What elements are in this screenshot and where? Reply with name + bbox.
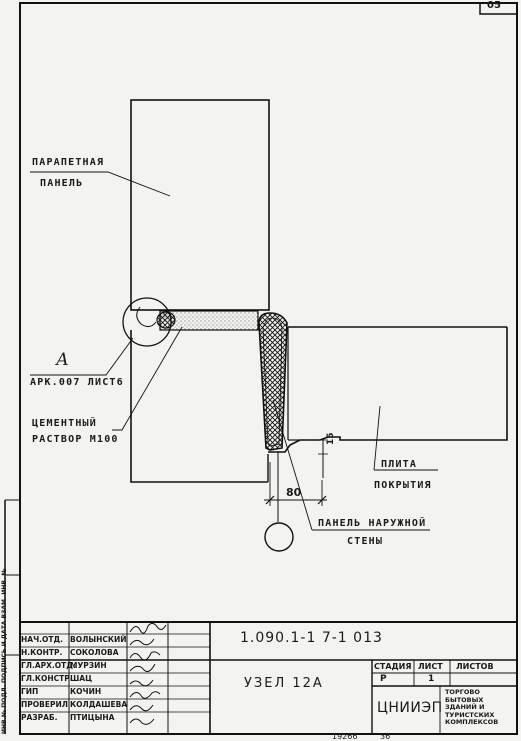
detail-circle-a <box>122 297 172 347</box>
node-letter-a: А <box>56 350 69 370</box>
document-designation: 1.090.1-1 7-1 013 <box>240 630 383 646</box>
drawing-title: УЗЕЛ 12А <box>244 676 324 691</box>
sheet-header: ЛИСТ <box>418 662 443 671</box>
sheet-frame <box>19 2 518 735</box>
parapet-lower <box>130 330 268 483</box>
leader-node-a <box>30 337 134 376</box>
stage-value: Р <box>380 674 387 684</box>
roof-slab <box>268 326 508 453</box>
inventory-number: 19266 <box>332 732 358 741</box>
label-outer-panel-2: СТЕНЫ <box>347 536 384 547</box>
label-outer-panel-1: ПАНЕЛЬ НАРУЖНОЙ <box>318 518 427 529</box>
organization: ЦНИИЭП <box>377 700 443 716</box>
organization-description: ТОРГОВО БЫТОВЫХ ЗДАНИЙ И ТУРИСТСКИХ КОМП… <box>445 688 499 726</box>
leader-outer-panel <box>272 399 430 531</box>
sealant <box>156 311 176 329</box>
label-cement-2: РАСТВОР М100 <box>32 434 119 445</box>
sheet-value: 1 <box>428 674 435 684</box>
dimension-15: 15 <box>326 432 336 445</box>
left-margin-stamp: ИНВ.№ ПОДЛ. ПОДПИСЬ И ДАТА ВЗАМ. ИНВ. № <box>1 568 8 734</box>
corner-sheet-number: 05 <box>487 0 501 11</box>
label-slab-2: ПОКРЫТИЯ <box>374 480 432 491</box>
leader-slab <box>373 405 438 471</box>
parapet-panel <box>130 99 270 311</box>
axis-bubble <box>264 522 294 552</box>
stage-header: СТАДИЯ <box>374 662 412 671</box>
title-block-grid <box>20 621 517 734</box>
label-slab-1: ПЛИТА <box>381 459 418 470</box>
page-number: 36 <box>380 732 391 741</box>
label-parapet-2: ПАНЕЛЬ <box>40 178 84 189</box>
label-cement-1: ЦЕМЕНТНЫЙ <box>32 418 97 429</box>
sheets-header: ЛИСТОВ <box>456 662 494 671</box>
label-parapet-1: ПАРАПЕТНАЯ <box>32 157 105 168</box>
leader-cement <box>112 326 183 431</box>
node-reference: АРК.007 ЛИСТ6 <box>30 377 124 388</box>
dimension-80: 80 <box>286 486 302 499</box>
signatures <box>129 622 167 725</box>
leader-parapet <box>30 171 171 197</box>
